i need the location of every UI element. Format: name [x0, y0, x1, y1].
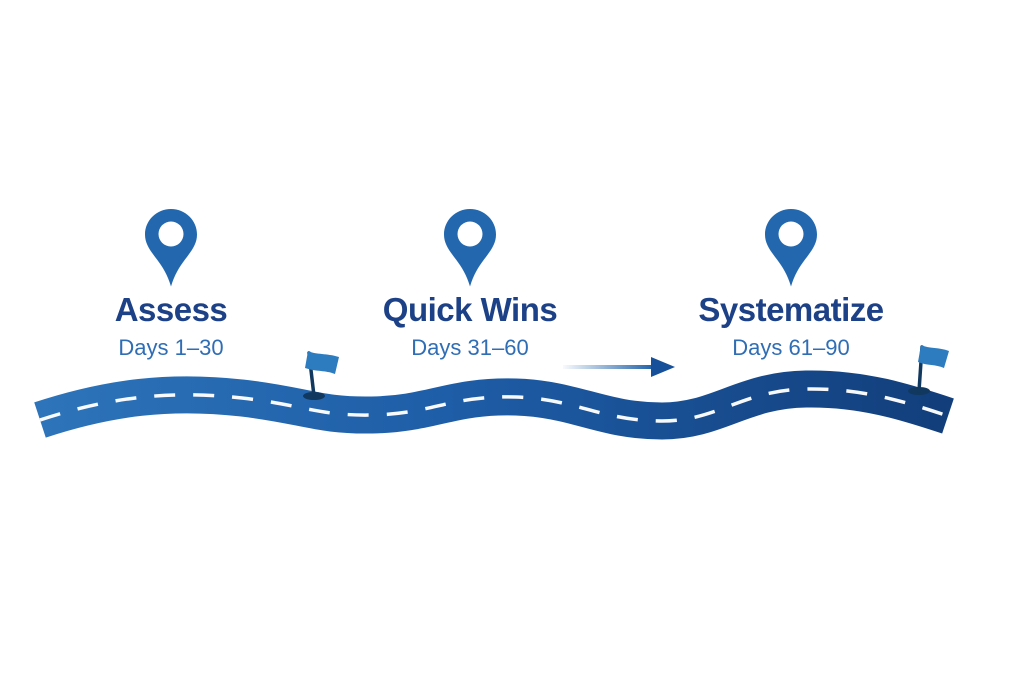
road-center-dashes: [39, 387, 949, 423]
milestone-quick-wins: Quick Wins Days 31–60: [330, 208, 610, 361]
milestone-title: Assess: [114, 291, 228, 328]
map-pin-icon: [444, 209, 496, 287]
map-pin-icon: [145, 209, 197, 287]
flag-icon: [303, 351, 339, 400]
milestone-title: Quick Wins: [382, 291, 558, 328]
milestone-days: Days 31–60: [411, 334, 529, 360]
milestone-systematize: Systematize Days 61–90: [651, 208, 931, 361]
milestone-days: Days 61–90: [732, 334, 850, 360]
road-band: [34, 370, 954, 440]
milestone-assess: Assess Days 1–30: [31, 208, 311, 361]
flag-icon: [908, 345, 949, 395]
milestone-days: Days 1–30: [118, 334, 224, 360]
arrow-icon: [563, 357, 675, 377]
milestone-title: Systematize: [698, 291, 884, 328]
map-pin-icon: [765, 209, 817, 287]
